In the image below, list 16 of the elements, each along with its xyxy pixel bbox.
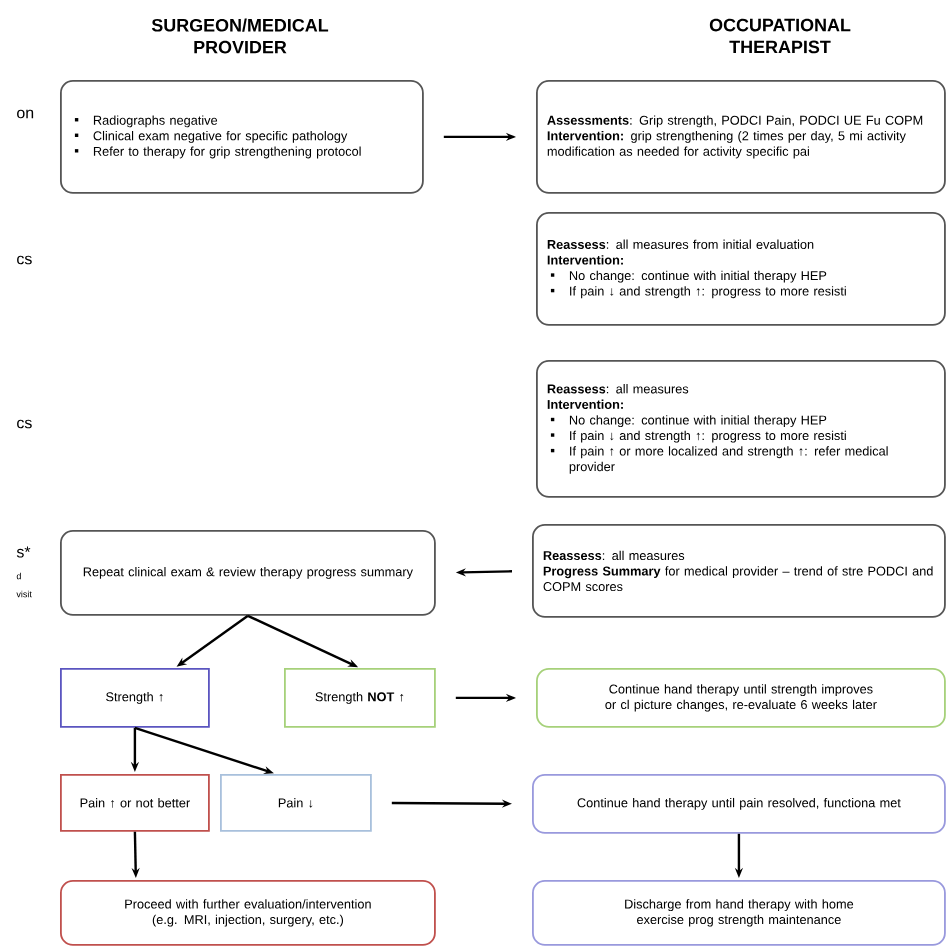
process-box <box>60 530 436 616</box>
process-box <box>60 79 424 194</box>
process-box <box>532 880 946 946</box>
process-box <box>536 79 946 194</box>
process-box <box>536 668 946 728</box>
process-box <box>60 668 210 728</box>
process-box <box>220 774 372 832</box>
column-heading: OCCUPATIONAL THERAPIST <box>709 18 851 54</box>
process-box <box>536 360 946 498</box>
process-box <box>536 212 946 326</box>
process-box <box>60 880 436 946</box>
process-box <box>284 668 436 728</box>
process-box <box>532 524 946 618</box>
process-box <box>60 774 210 832</box>
column-heading: SURGEON/MEDICAL PROVIDER <box>151 18 329 54</box>
process-box <box>532 774 946 834</box>
